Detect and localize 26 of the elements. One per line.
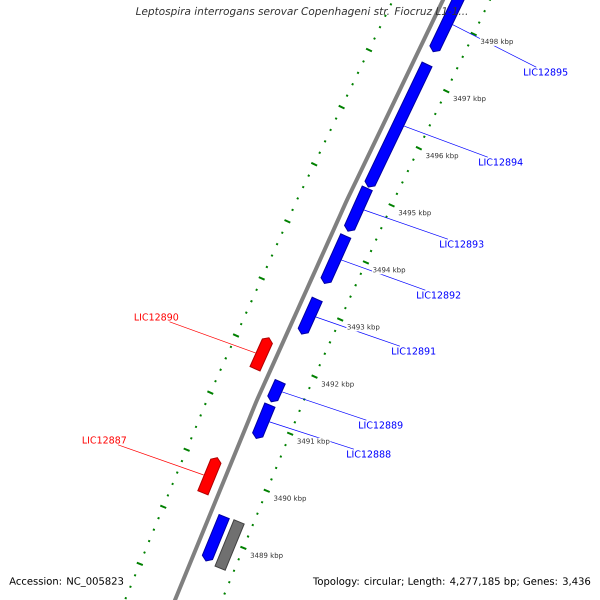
- gene-block: [320, 233, 352, 284]
- gene-block: [267, 378, 286, 402]
- leader-line: [169, 321, 256, 354]
- gene-label: LIC12892: [417, 291, 460, 299]
- leader-line: [364, 210, 448, 240]
- leader-line: [269, 422, 354, 450]
- leader-line: [404, 126, 488, 158]
- gene-label: LIC12894: [479, 158, 523, 166]
- genome-info-text: Topology: circular; Length: 4,277,185 bp; Genes: 3,436: [312, 577, 590, 587]
- leader-line: [118, 444, 204, 476]
- gene-block: [202, 514, 230, 562]
- gene-label: LIC12891: [392, 347, 436, 355]
- title: Leptospira interrogans serovar Copenhageni str. Fiocruz L1-1...: [136, 6, 468, 18]
- gene-label: LIC12888: [347, 450, 390, 458]
- gene-label: LIC12889: [359, 421, 402, 429]
- leader-line: [282, 392, 367, 421]
- accession-text: Accession: NC_005823: [9, 577, 124, 587]
- gene-label: LIC12890: [134, 313, 178, 321]
- gene-label: LIC12893: [440, 240, 484, 248]
- gene-label: LIC12895: [524, 68, 568, 76]
- gene-block: [197, 457, 222, 496]
- gene-label: LIC12887: [82, 436, 126, 444]
- leader-line: [316, 316, 400, 347]
- gene-block: [344, 185, 373, 232]
- leader-line: [341, 260, 426, 291]
- gene-block: [298, 296, 323, 335]
